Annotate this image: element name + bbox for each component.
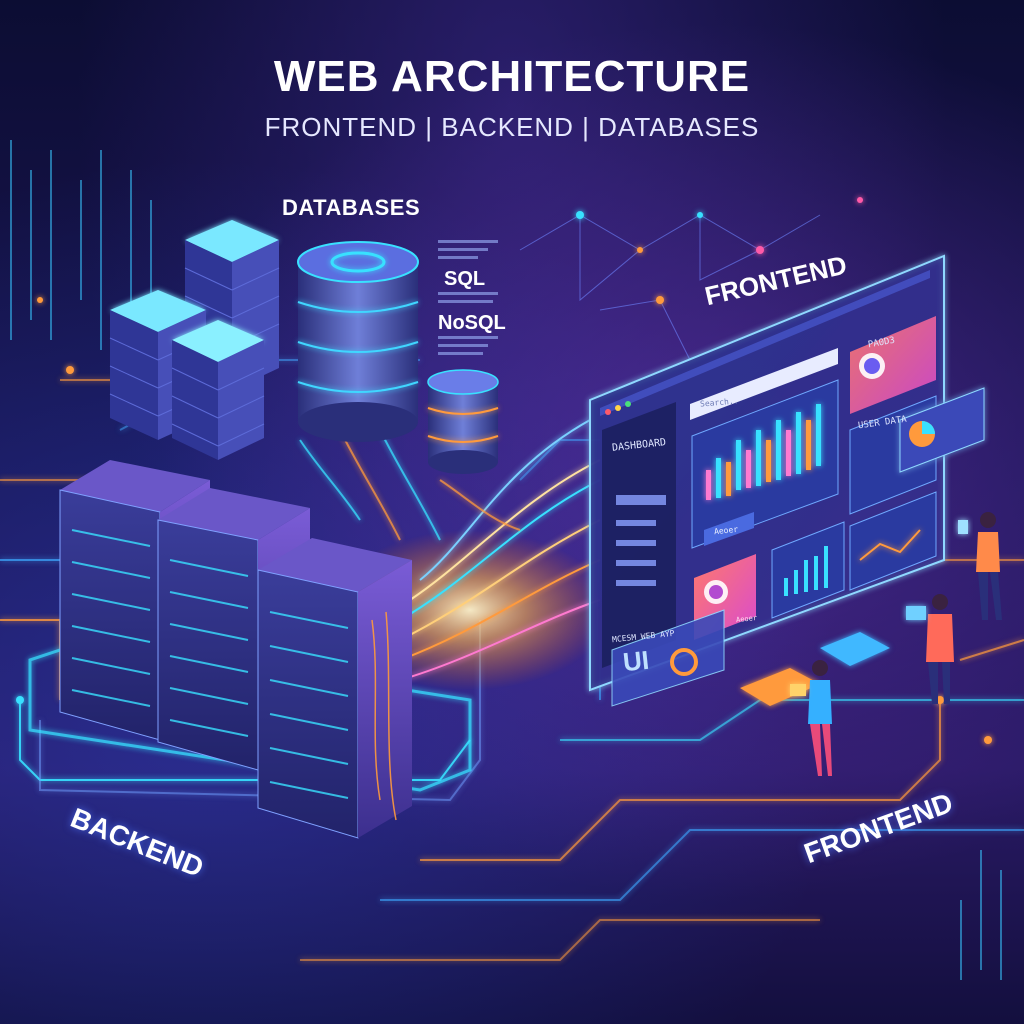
page-title: WEB ARCHITECTURE [273, 52, 751, 101]
ui-badge: UI [621, 644, 651, 678]
network-mesh [519, 214, 821, 361]
binary-rain [10, 140, 1002, 980]
data-flow-streams [399, 419, 601, 681]
sql-database-cylinder [297, 241, 419, 442]
nosql-database-cylinder [427, 369, 499, 474]
person-woman-tablet [790, 660, 832, 776]
frontend-browser-panel [589, 254, 985, 707]
main-bar-chart [706, 404, 821, 500]
person-man-laptop [906, 594, 954, 704]
databases-heading: DATABASES [282, 195, 421, 220]
database-cables [299, 429, 521, 541]
backend-platform [28, 638, 472, 792]
nosql-label: NoSQL [438, 312, 506, 334]
page-subtitle: FRONTEND | BACKEND | DATABASES [264, 112, 760, 142]
sql-label: SQL [444, 268, 486, 290]
database-cube-stack-front [171, 320, 265, 460]
person-woman-phone [958, 512, 1002, 620]
server-rack-3 [257, 538, 412, 839]
code-snippet-lines [438, 240, 498, 355]
